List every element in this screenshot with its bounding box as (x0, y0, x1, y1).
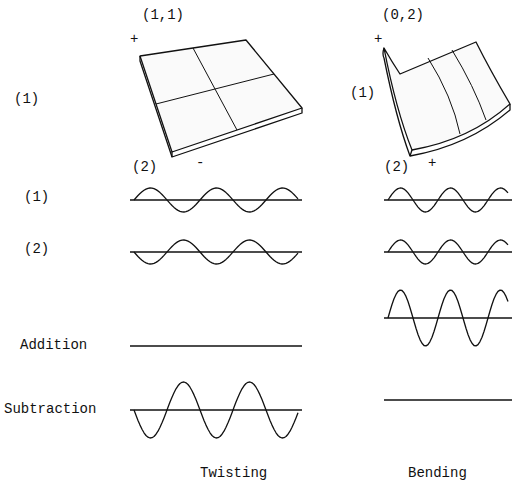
axis-line (130, 251, 302, 252)
edge-label: (2) (132, 160, 157, 174)
sine-wave (134, 240, 298, 264)
mode-label: (0,2) (382, 8, 424, 22)
waveforms (130, 188, 512, 438)
row-label: Subtraction (4, 402, 96, 416)
sine-wave (388, 240, 508, 264)
axis-line (130, 409, 302, 410)
bending-plate (383, 42, 510, 156)
column-label: Twisting (200, 466, 267, 480)
polarity-sign: + (428, 156, 436, 170)
edge-label: (1) (14, 92, 39, 106)
axis-line (384, 317, 512, 318)
column-label: Bending (408, 466, 467, 480)
edge-label: (2) (384, 160, 409, 174)
axis-line (384, 399, 512, 400)
axis-line (130, 199, 302, 200)
row-label: (1) (24, 190, 49, 204)
sine-wave (388, 188, 508, 212)
axis-line (130, 345, 302, 346)
twisting-plate (140, 40, 302, 157)
mode-label: (1,1) (142, 8, 184, 22)
polarity-sign: + (374, 32, 382, 46)
row-label: Addition (20, 338, 87, 352)
polarity-sign: - (196, 156, 204, 170)
edge-label: (1) (350, 86, 375, 100)
sine-wave (388, 290, 508, 346)
axis-line (384, 251, 512, 252)
sine-wave (134, 188, 298, 212)
polarity-sign: + (130, 32, 138, 46)
axis-line (384, 199, 512, 200)
row-label: (2) (24, 242, 49, 256)
sine-wave (134, 382, 298, 438)
